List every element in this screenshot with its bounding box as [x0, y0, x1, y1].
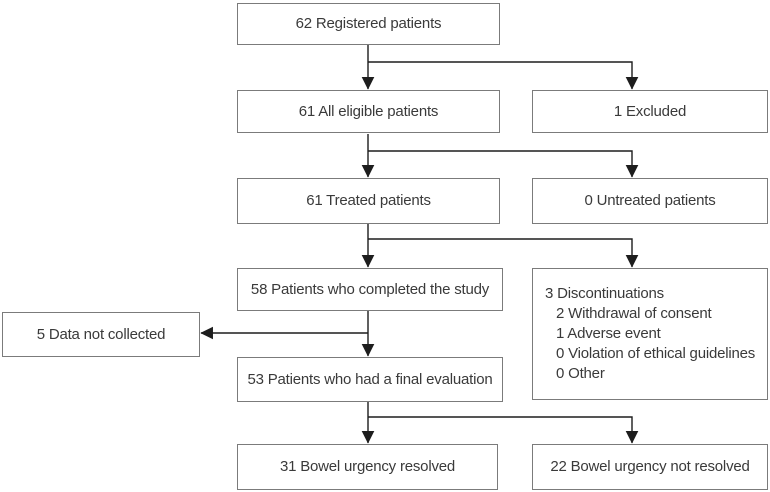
box-bowel-urgency-resolved: 31 Bowel urgency resolved: [237, 444, 498, 490]
box-treated-patients: 61 Treated patients: [237, 178, 500, 224]
discontinuation-item-other: 0 Other: [556, 365, 605, 382]
box-bowel-urgency-not-resolved-label: 22 Bowel urgency not resolved: [550, 458, 750, 476]
discontinuation-item-adverse-event: 1 Adverse event: [556, 325, 661, 342]
box-untreated-label: 0 Untreated patients: [584, 192, 716, 210]
box-completed-study: 58 Patients who completed the study: [237, 268, 503, 311]
discontinuation-item-withdrawal: 2 Withdrawal of consent: [556, 305, 712, 322]
box-final-evaluation-label: 53 Patients who had a final evaluation: [247, 370, 493, 388]
box-data-not-collected-label: 5 Data not collected: [36, 325, 166, 343]
box-data-not-collected: 5 Data not collected: [2, 312, 200, 357]
box-eligible-label: 61 All eligible patients: [298, 102, 439, 120]
connector-eligible-to-untreated: [368, 150, 639, 178]
discontinuations-heading: 3 Discontinuations: [545, 285, 664, 302]
box-registered-patients: 62 Registered patients: [237, 3, 500, 45]
box-excluded: 1 Excluded: [532, 90, 768, 133]
box-treated-label: 61 Treated patients: [306, 192, 431, 210]
box-eligible-patients: 61 All eligible patients: [237, 90, 500, 133]
box-discontinuations: 3 Discontinuations 2 Withdrawal of conse…: [532, 268, 768, 400]
box-excluded-label: 1 Excluded: [613, 102, 687, 120]
box-bowel-urgency-not-resolved: 22 Bowel urgency not resolved: [532, 444, 768, 490]
discontinuation-item-ethical-violation: 0 Violation of ethical guidelines: [556, 345, 756, 362]
box-final-evaluation: 53 Patients who had a final evaluation: [237, 357, 503, 402]
connector-final-to-not-resolved: [368, 416, 639, 444]
box-registered-label: 62 Registered patients: [295, 15, 442, 33]
connector-registered-to-excluded: [368, 61, 639, 90]
box-completed-label: 58 Patients who completed the study: [250, 280, 490, 298]
box-bowel-urgency-resolved-label: 31 Bowel urgency resolved: [279, 458, 456, 476]
connector-treated-to-discontinuations: [368, 238, 639, 268]
box-untreated-patients: 0 Untreated patients: [532, 178, 768, 224]
